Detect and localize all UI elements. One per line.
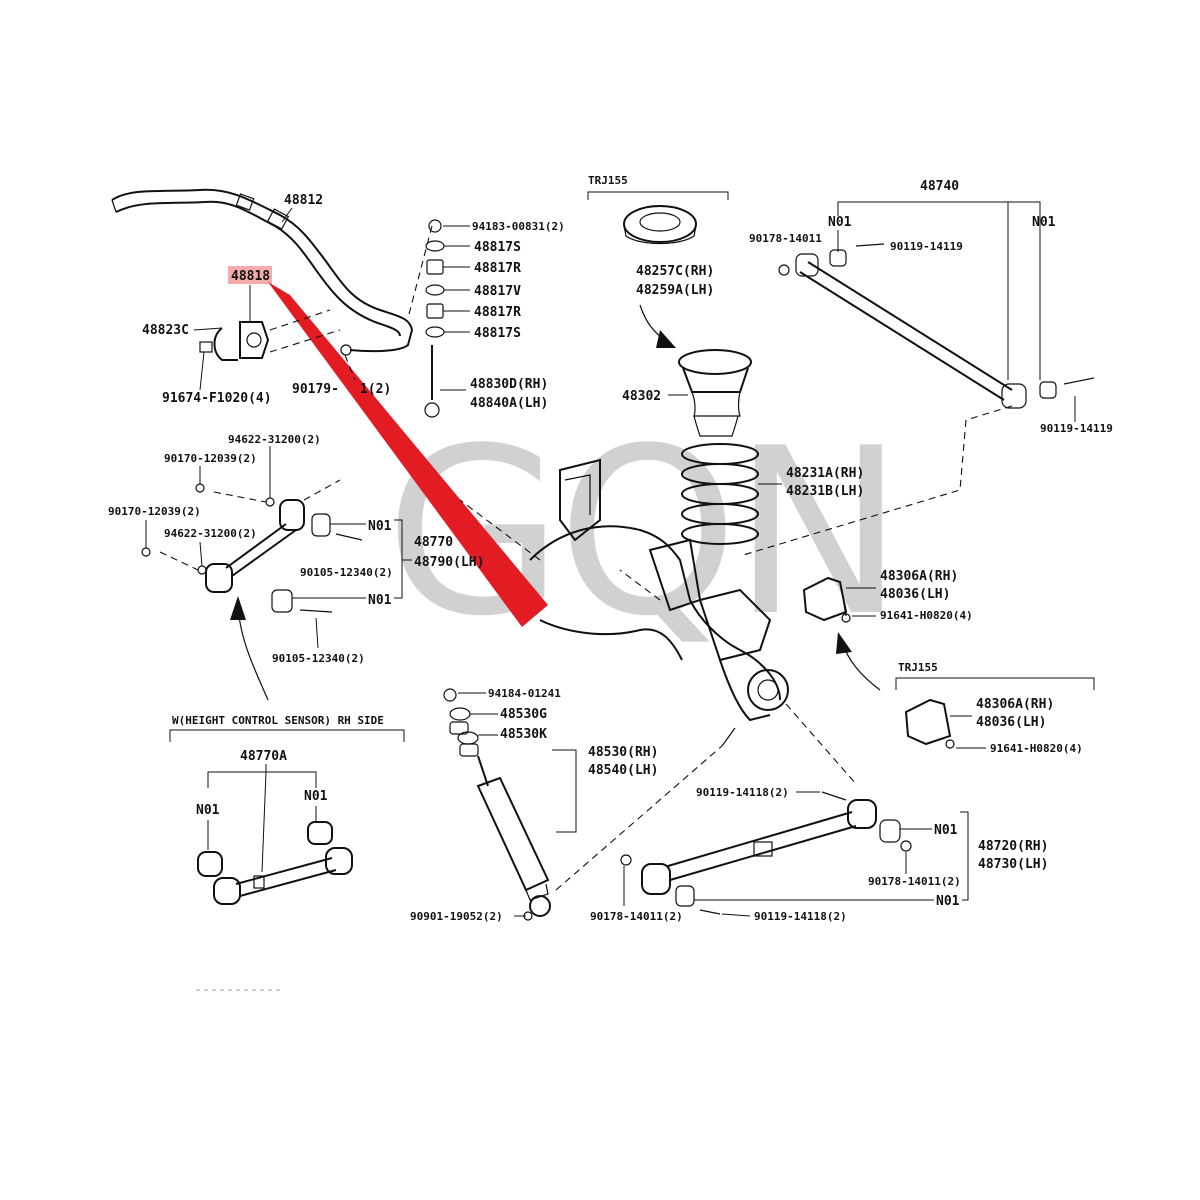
label-48720: 48720(RH): [978, 839, 1048, 854]
label-90178-top: 90178-14011: [749, 232, 822, 245]
label-48817s-b: 48817S: [474, 326, 521, 341]
label-48840a: 48840A(LH): [470, 396, 548, 411]
label-48302: 48302: [622, 389, 661, 404]
label-48817v: 48817V: [474, 284, 521, 299]
upper-arm: [141, 479, 363, 613]
red-pointer-arrow: [268, 282, 548, 627]
label-48530: 48530(RH): [588, 745, 658, 760]
label-90119-top: 90119-14119: [890, 240, 963, 253]
label-48257c: 48257C(RH): [636, 264, 714, 279]
label-48730: 48730(LH): [978, 857, 1048, 872]
label-94622-a: 94622-31200(2): [228, 433, 321, 446]
label-n01-770b: N01: [368, 593, 392, 608]
label-48530k: 48530K: [500, 727, 547, 742]
shock-hardware: [443, 688, 479, 757]
label-n01-720a: N01: [934, 823, 958, 838]
label-91641-b: 91641-H0820(4): [990, 742, 1083, 755]
label-48306a: 48306A(RH): [880, 569, 958, 584]
label-48770: 48770: [414, 535, 453, 550]
label-48306a-b: 48306A(RH): [976, 697, 1054, 712]
shock-absorber: [476, 755, 551, 921]
bound-stopper: [802, 576, 851, 623]
label-48036-b: 48036(LH): [976, 715, 1046, 730]
label-48530g: 48530G: [500, 707, 547, 722]
label-90179: 90179-: [292, 382, 339, 397]
label-94183: 94183-00831(2): [472, 220, 565, 233]
stabilizer-bar: [111, 188, 414, 356]
bushing-bracket: [199, 309, 341, 361]
label-48540: 48540(LH): [588, 763, 658, 778]
label-n01-720b: N01: [936, 894, 960, 909]
label-90119-right: 90119-14119: [1040, 422, 1113, 435]
bump-stopper: [678, 349, 752, 437]
highlight-box: [228, 266, 272, 284]
label-90105-b: 90105-12340(2): [272, 652, 365, 665]
label-n01-w-a: N01: [196, 803, 220, 818]
label-91674: 91674-F1020(4): [162, 391, 272, 406]
label-90170-b: 90170-12039(2): [108, 505, 201, 518]
label-n01-w-b: N01: [304, 789, 328, 804]
label-90179-suffix: 1(2): [360, 382, 391, 397]
label-48740: 48740: [920, 179, 959, 194]
spring-seat: [623, 205, 697, 245]
label-48790: 48790(LH): [414, 555, 484, 570]
label-94622-b: 94622-31200(2): [164, 527, 257, 540]
lower-arm: [620, 703, 912, 915]
axle-housing: [459, 458, 789, 747]
label-48036: 48036(LH): [880, 587, 950, 602]
label-48823c: 48823C: [142, 323, 189, 338]
label-91641-a: 91641-H0820(4): [880, 609, 973, 622]
label-48231b: 48231B(LH): [786, 484, 864, 499]
label-90178-14011-c: 90178-14011(2): [590, 910, 683, 923]
label-90119-14118-a: 90119-14118(2): [696, 786, 789, 799]
label-trj155-top: TRJ155: [588, 174, 628, 187]
coil-spring: [681, 443, 759, 545]
label-90105-a: 90105-12340(2): [300, 566, 393, 579]
stack-leaders: [440, 225, 470, 391]
bound-stopper-trj155: [904, 698, 955, 749]
label-90119-14118-b: 90119-14118(2): [754, 910, 847, 923]
label-48830d: 48830D(RH): [470, 377, 548, 392]
label-n01-770a: N01: [368, 519, 392, 534]
label-94184: 94184-01241: [488, 687, 561, 700]
label-48817s-a: 48817S: [474, 240, 521, 255]
label-48818: 48818: [231, 269, 270, 284]
label-48812: 48812: [284, 193, 323, 208]
label-trj155-bottom: TRJ155: [898, 661, 938, 674]
label-90901: 90901-19052(2): [410, 910, 503, 923]
link-hardware-stack: [407, 219, 445, 418]
label-90170-a: 90170-12039(2): [164, 452, 257, 465]
label-48231a: 48231A(RH): [786, 466, 864, 481]
sensor-arm: [197, 821, 353, 905]
label-n01-740b: N01: [1032, 215, 1056, 230]
label-48259a: 48259A(LH): [636, 283, 714, 298]
label-n01-740a: N01: [828, 215, 852, 230]
lateral-rod: [739, 243, 1095, 557]
label-w-rh-side: W(HEIGHT CONTROL SENSOR) RH SIDE: [172, 714, 384, 727]
label-90178-14011-b: 90178-14011(2): [868, 875, 961, 888]
label-48817r-b: 48817R: [474, 305, 521, 320]
label-48817r-a: 48817R: [474, 261, 521, 276]
label-48770a: 48770A: [240, 749, 287, 764]
